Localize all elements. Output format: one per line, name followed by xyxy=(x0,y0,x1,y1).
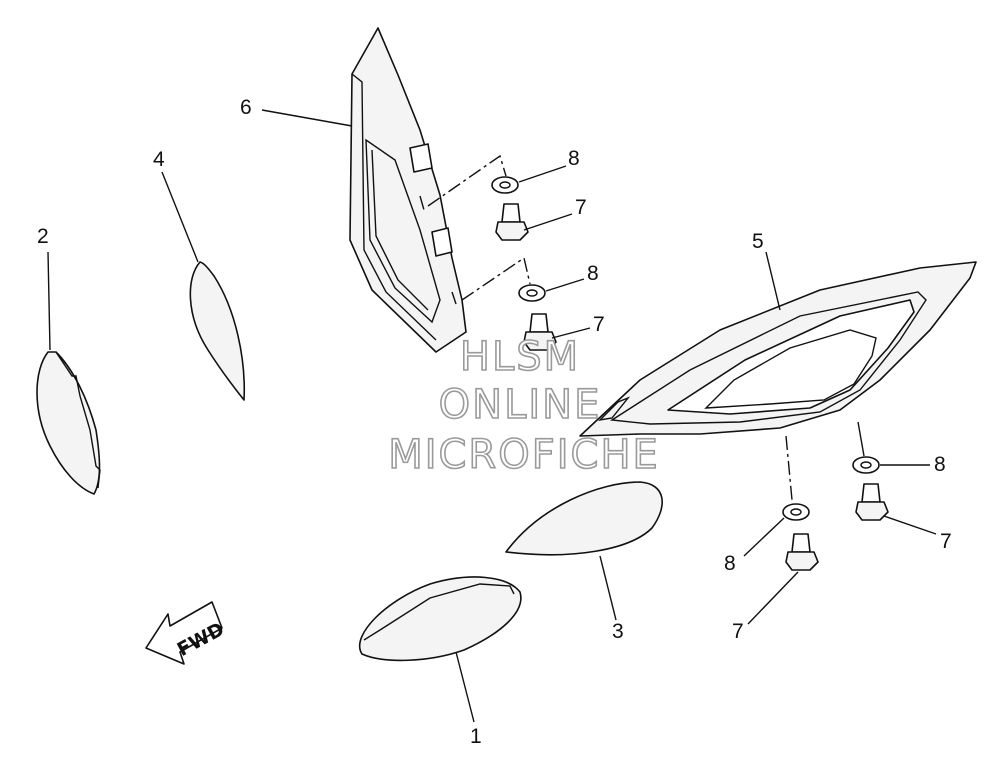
callout-7a: 7 xyxy=(575,196,587,219)
callout-8a: 8 xyxy=(568,147,580,170)
callout-8d: 8 xyxy=(724,552,736,575)
watermark-line-3: MICROFICHE xyxy=(388,432,660,478)
washer-8a xyxy=(491,176,519,194)
callout-4: 4 xyxy=(153,148,165,171)
callout-8c: 8 xyxy=(934,453,946,476)
callout-7c: 7 xyxy=(940,530,952,553)
part-1-reflector-lens xyxy=(359,576,522,662)
callout-1: 1 xyxy=(470,725,482,748)
assembly-lines xyxy=(419,154,865,501)
part-6-side-cover xyxy=(349,27,467,353)
part-2-reflector xyxy=(36,351,101,495)
leader-lines xyxy=(47,109,937,723)
watermark: HLSM ONLINE MICROFICHE xyxy=(387,333,660,479)
callout-5: 5 xyxy=(752,230,764,253)
watermark-line-1: HLSM xyxy=(460,334,580,380)
washer-8c xyxy=(852,456,880,474)
callout-2: 2 xyxy=(37,225,49,248)
bolt-7a xyxy=(495,203,529,241)
callout-8b: 8 xyxy=(587,262,599,285)
callout-7d: 7 xyxy=(732,620,744,643)
callout-7b: 7 xyxy=(593,313,605,336)
part-3-lens xyxy=(505,481,663,556)
bolt-7d xyxy=(785,533,819,571)
callout-3: 3 xyxy=(612,620,624,643)
callout-6: 6 xyxy=(240,96,252,119)
bolt-7c xyxy=(855,483,889,521)
washer-8b xyxy=(518,284,546,302)
bolt-7b xyxy=(523,313,557,351)
part-5-side-panel xyxy=(579,261,977,437)
part-4-lens xyxy=(189,261,246,401)
washer-8d xyxy=(782,503,810,521)
fwd-arrow: FWD xyxy=(145,601,228,665)
watermark-line-2: ONLINE xyxy=(439,382,602,428)
